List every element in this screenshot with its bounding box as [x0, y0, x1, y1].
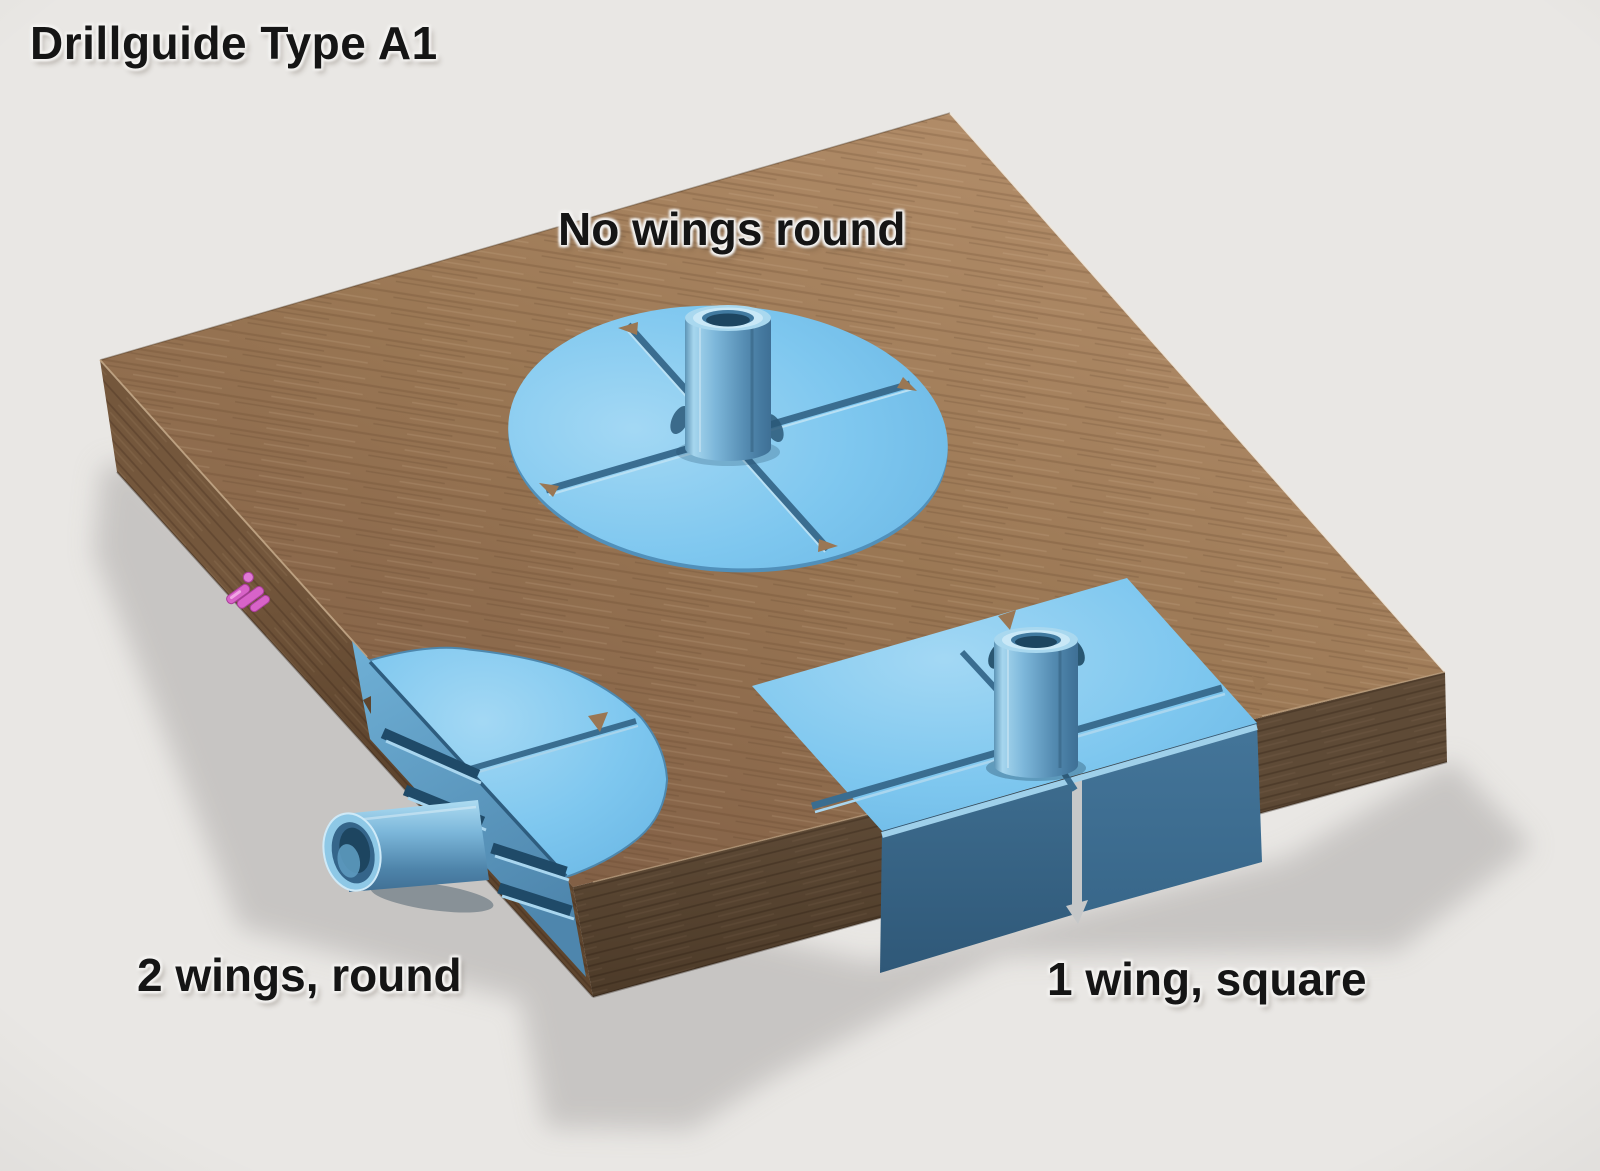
- label-no-wings-round: No wings round: [558, 203, 906, 255]
- label-two-wings-round: 2 wings, round: [137, 949, 462, 1001]
- label-one-wing-square: 1 wing, square: [1047, 953, 1367, 1005]
- page-title: Drillguide Type A1: [30, 17, 438, 69]
